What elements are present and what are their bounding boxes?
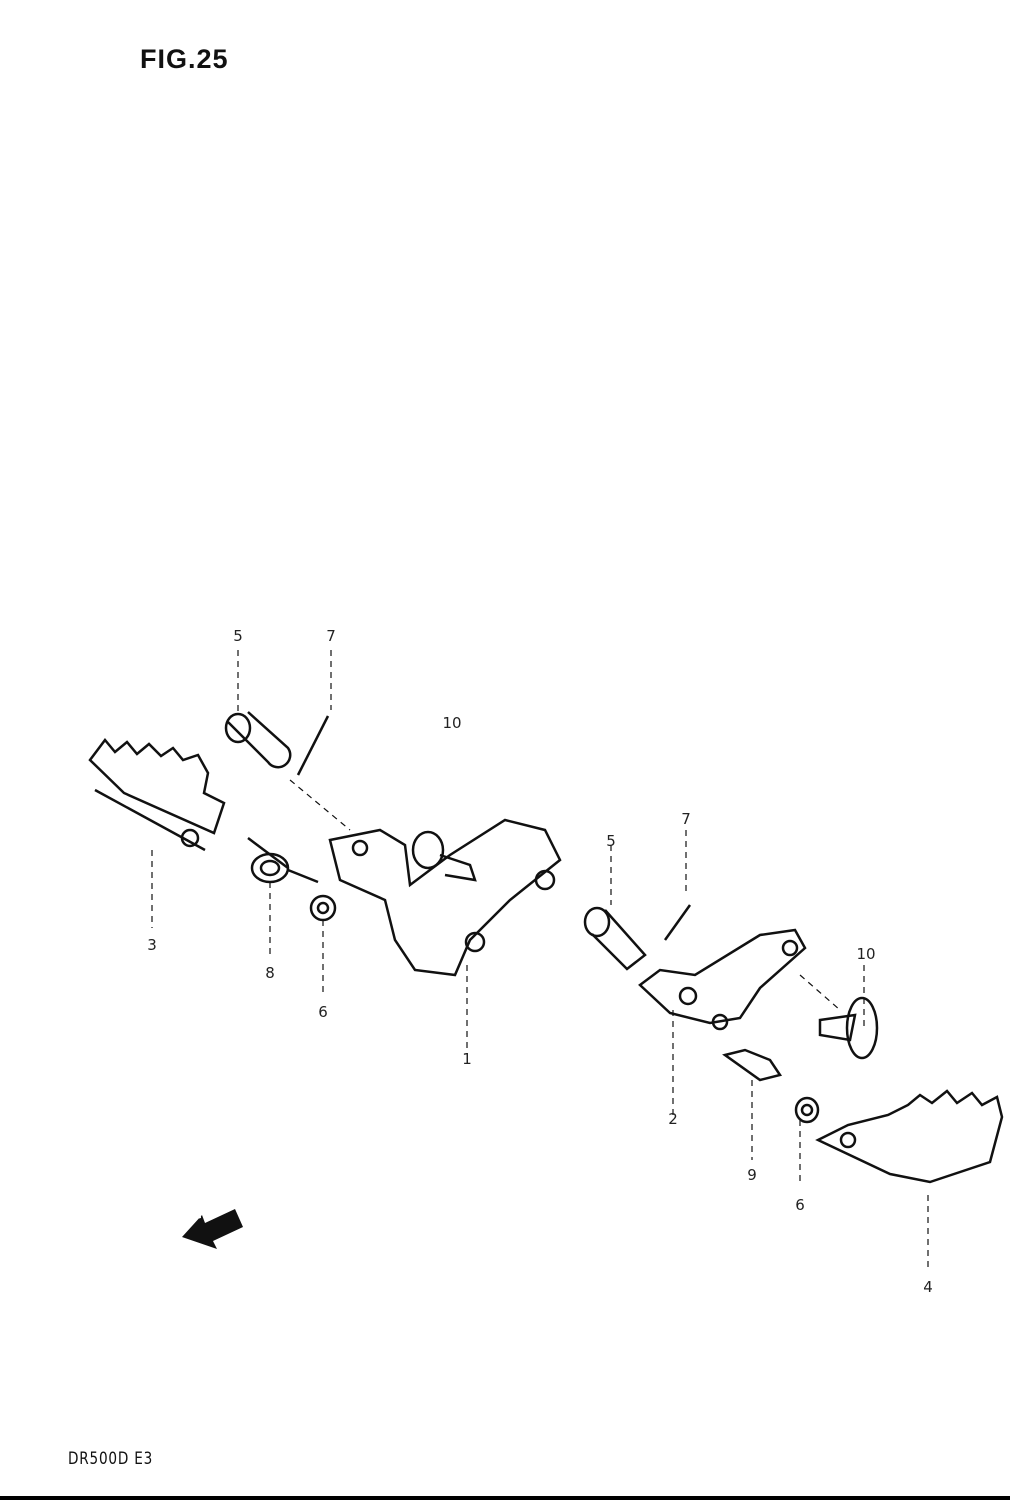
callout-10-right: 10 <box>856 945 876 963</box>
fwd-arrow-icon <box>182 1209 243 1249</box>
bolt-10-right <box>818 996 879 1060</box>
callout-7: 7 <box>326 627 336 645</box>
leader-lines <box>151 650 929 1270</box>
callout-6-right: 6 <box>795 1196 805 1214</box>
cotter-pin-7-left <box>296 715 330 776</box>
callout-9: 9 <box>747 1166 757 1184</box>
footpeg-4 <box>815 1089 1004 1184</box>
callout-5-right: 5 <box>606 832 616 850</box>
callout-2: 2 <box>668 1110 678 1128</box>
page-border <box>0 1496 1010 1500</box>
spring-8 <box>247 837 319 884</box>
callout-8: 8 <box>265 964 275 982</box>
spring-9 <box>722 1048 783 1082</box>
bracket-1 <box>328 818 562 977</box>
figure-title: FIG.25 <box>140 44 229 74</box>
callout-4: 4 <box>923 1278 933 1296</box>
callout-5: 5 <box>233 627 243 645</box>
footpeg-3 <box>88 737 226 852</box>
callout-10: 10 <box>442 714 462 732</box>
callout-1: 1 <box>462 1050 472 1068</box>
cotter-pin-7-right <box>663 904 692 941</box>
bolt-10-left <box>411 830 477 882</box>
bracket-2 <box>638 928 807 1031</box>
washer-6-right <box>794 1096 820 1124</box>
callout-3: 3 <box>147 936 157 954</box>
callout-7-right: 7 <box>681 810 691 828</box>
pin-5-right <box>583 906 647 971</box>
washer-6-left <box>309 894 337 922</box>
pin-5-left <box>224 711 292 769</box>
callout-6: 6 <box>318 1003 328 1021</box>
model-code: DR500D E3 <box>68 1449 154 1469</box>
